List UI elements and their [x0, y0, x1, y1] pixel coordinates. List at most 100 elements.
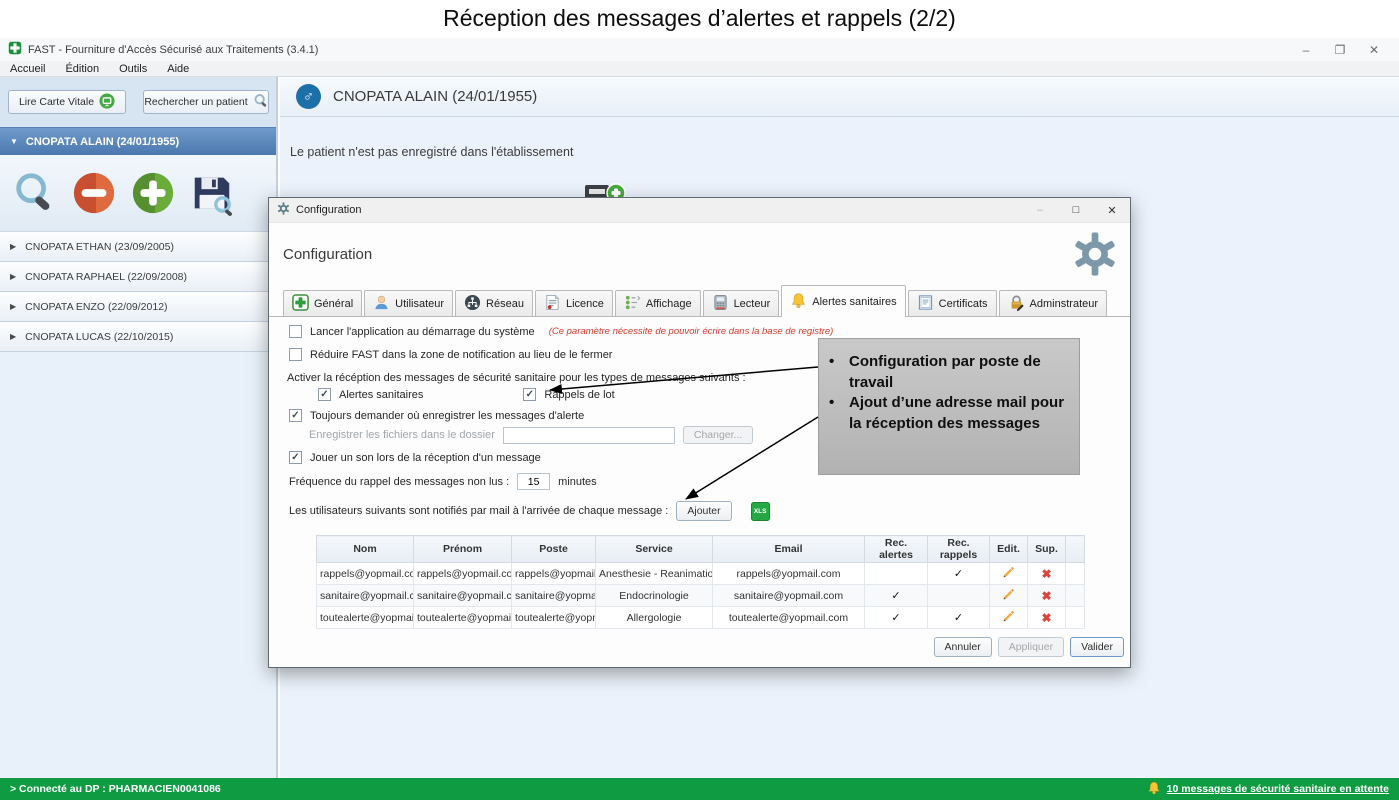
dialog-minimize-button[interactable]: – — [1036, 204, 1044, 216]
minimize-button[interactable]: – — [1302, 42, 1310, 57]
remove-patient-icon[interactable] — [71, 170, 117, 216]
tab-reseau[interactable]: Réseau — [455, 290, 533, 316]
menu-outils[interactable]: Outils — [119, 62, 148, 75]
certificate-icon — [917, 294, 934, 314]
patient-list-item[interactable]: ▶ CNOPATA ENZO (22/09/2012) — [0, 292, 276, 322]
selected-patient-header[interactable]: ▼ CNOPATA ALAIN (24/01/1955) — [0, 127, 276, 155]
folder-label: Enregistrer les fichiers dans le dossier — [309, 429, 495, 441]
tab-general[interactable]: Général — [283, 290, 363, 316]
annotation-bullet-1: • Configuration par poste de travail — [829, 352, 1071, 393]
bell-icon — [1147, 781, 1161, 798]
big-gear-icon — [1072, 231, 1118, 281]
dialog-maximize-button[interactable]: □ — [1072, 204, 1080, 216]
patient-list-item[interactable]: ▶ CNOPATA RAPHAEL (22/09/2008) — [0, 262, 276, 292]
restore-button[interactable]: ❐ — [1334, 42, 1346, 57]
rappels-de-lot-label: Rappels de lot — [544, 388, 615, 401]
delete-glyph: ✖ — [1041, 566, 1052, 581]
patient-list-item[interactable]: ▶ CNOPATA ETHAN (23/09/2005) — [0, 232, 276, 262]
search-patient-button[interactable]: Rechercher un patient — [143, 90, 269, 114]
col-email[interactable]: Email — [712, 534, 865, 564]
always-ask-checkbox[interactable]: ✓ — [289, 409, 302, 422]
cancel-button[interactable]: Annuler — [933, 637, 992, 657]
folder-input[interactable] — [502, 426, 675, 444]
table-row: toutealerte@yopmail.... toutealerte@yopm… — [316, 606, 1085, 630]
change-folder-button[interactable]: Changer... — [682, 426, 754, 444]
tab-alertes-sanitaires[interactable]: Alertes sanitaires — [781, 285, 906, 317]
patient-list-item[interactable]: ▶ CNOPATA LUCAS (22/10/2015) — [0, 322, 276, 352]
delete-glyph: ✖ — [1041, 588, 1052, 603]
validate-button[interactable]: Valider — [1070, 637, 1124, 657]
selected-patient-name: CNOPATA ALAIN (24/01/1955) — [25, 135, 180, 148]
play-sound-label: Jouer un son lors de la réception d'un m… — [310, 451, 541, 464]
play-sound-checkbox[interactable]: ✓ — [289, 451, 302, 464]
cell-prenom: sanitaire@yopmail.com — [413, 584, 512, 608]
tab-lecteur[interactable]: Lecteur — [702, 290, 780, 316]
col-prenom[interactable]: Prénom — [413, 534, 512, 564]
dp-connection-status: > Connecté au DP : PHARMACIEN0041086 — [10, 783, 221, 795]
cell-poste: sanitaire@yopmail... — [511, 584, 596, 608]
dialog-body: Lancer l'application au démarrage du sys… — [269, 317, 1130, 630]
edit-icon[interactable] — [989, 562, 1028, 586]
card-reader-icon — [712, 294, 729, 314]
search-icon — [253, 93, 268, 111]
tab-label: Lecteur — [733, 297, 771, 310]
col-nom[interactable]: Nom — [316, 534, 414, 564]
tab-label: Licence — [565, 297, 604, 310]
tab-label: Réseau — [486, 297, 524, 310]
col-poste[interactable]: Poste — [511, 534, 596, 564]
sidebar-button-bar: Lire Carte Vitale Rechercher un patient — [0, 77, 276, 127]
col-edit[interactable]: Edit. — [989, 534, 1028, 564]
read-vitale-card-button[interactable]: Lire Carte Vitale — [8, 90, 126, 114]
dialog-close-button[interactable]: ✕ — [1107, 204, 1117, 217]
edit-icon[interactable] — [989, 584, 1028, 608]
col-service[interactable]: Service — [595, 534, 713, 564]
alertes-sanitaires-label: Alertes sanitaires — [339, 388, 424, 401]
always-ask-label: Toujours demander où enregistrer les mes… — [310, 409, 585, 422]
cell-rec-alertes — [864, 562, 928, 586]
apply-button[interactable]: Appliquer — [997, 637, 1065, 657]
edit-icon[interactable] — [989, 606, 1028, 630]
search-patient-icon[interactable] — [12, 170, 58, 216]
patient-header: ♂ CNOPATA ALAIN (24/01/1955) — [280, 77, 1399, 117]
tab-certificats[interactable]: Certificats — [907, 290, 997, 316]
alertes-sanitaires-checkbox[interactable]: ✓ — [318, 388, 331, 401]
app-titlebar: FAST - Fourniture d'Accès Sécurisé aux T… — [0, 38, 1399, 61]
rappels-de-lot-checkbox[interactable]: ✓ — [523, 388, 537, 401]
launch-at-startup-checkbox[interactable] — [289, 325, 302, 338]
cell-email: toutealerte@yopmail.com — [712, 606, 865, 630]
delete-icon[interactable]: ✖ — [1027, 562, 1066, 586]
cell-rec-alertes: ✓ — [864, 584, 928, 608]
tab-utilisateur[interactable]: Utilisateur — [364, 290, 454, 316]
delete-icon[interactable]: ✖ — [1027, 606, 1066, 630]
pending-messages-link[interactable]: 10 messages de sécurité sanitaire en att… — [1166, 783, 1389, 795]
close-button[interactable]: ✕ — [1368, 42, 1380, 57]
cell-email: sanitaire@yopmail.com — [712, 584, 865, 608]
chevron-right-icon: ▶ — [10, 272, 17, 281]
not-registered-message: Le patient n'est pas enregistré dans l'é… — [290, 145, 574, 159]
dialog-footer: Annuler Appliquer Valider — [933, 637, 1124, 657]
read-vitale-card-label: Lire Carte Vitale — [18, 96, 95, 108]
col-sup[interactable]: Sup. — [1027, 534, 1066, 564]
col-rec-rappels[interactable]: Rec. rappels — [927, 534, 990, 564]
add-patient-icon[interactable] — [130, 170, 176, 216]
annotation-text: Configuration par poste de travail — [849, 353, 1041, 391]
frequency-input[interactable] — [517, 473, 551, 490]
add-user-button[interactable]: Ajouter — [676, 501, 732, 521]
xls-export-icon[interactable]: XLS — [750, 501, 770, 521]
tab-affichage[interactable]: Affichage — [614, 290, 701, 316]
cell-service: Anesthesie - Reanimation — [595, 562, 713, 586]
dialog-titlebar[interactable]: Configuration – □ ✕ — [269, 198, 1130, 223]
cell-blank — [1065, 562, 1085, 586]
cell-email: rappels@yopmail.com — [712, 562, 865, 586]
save-search-icon[interactable] — [189, 170, 235, 216]
delete-icon[interactable]: ✖ — [1027, 584, 1066, 608]
menu-edition[interactable]: Édition — [65, 62, 100, 75]
menu-aide[interactable]: Aide — [167, 62, 190, 75]
col-rec-alertes[interactable]: Rec. alertes — [864, 534, 928, 564]
minimize-to-tray-checkbox[interactable] — [289, 348, 302, 361]
tab-label: Général — [314, 297, 354, 310]
cross-icon — [292, 293, 309, 314]
tab-licence[interactable]: Licence — [534, 290, 613, 316]
menu-accueil[interactable]: Accueil — [10, 62, 46, 75]
tab-adminstrateur[interactable]: Adminstrateur — [998, 290, 1108, 316]
